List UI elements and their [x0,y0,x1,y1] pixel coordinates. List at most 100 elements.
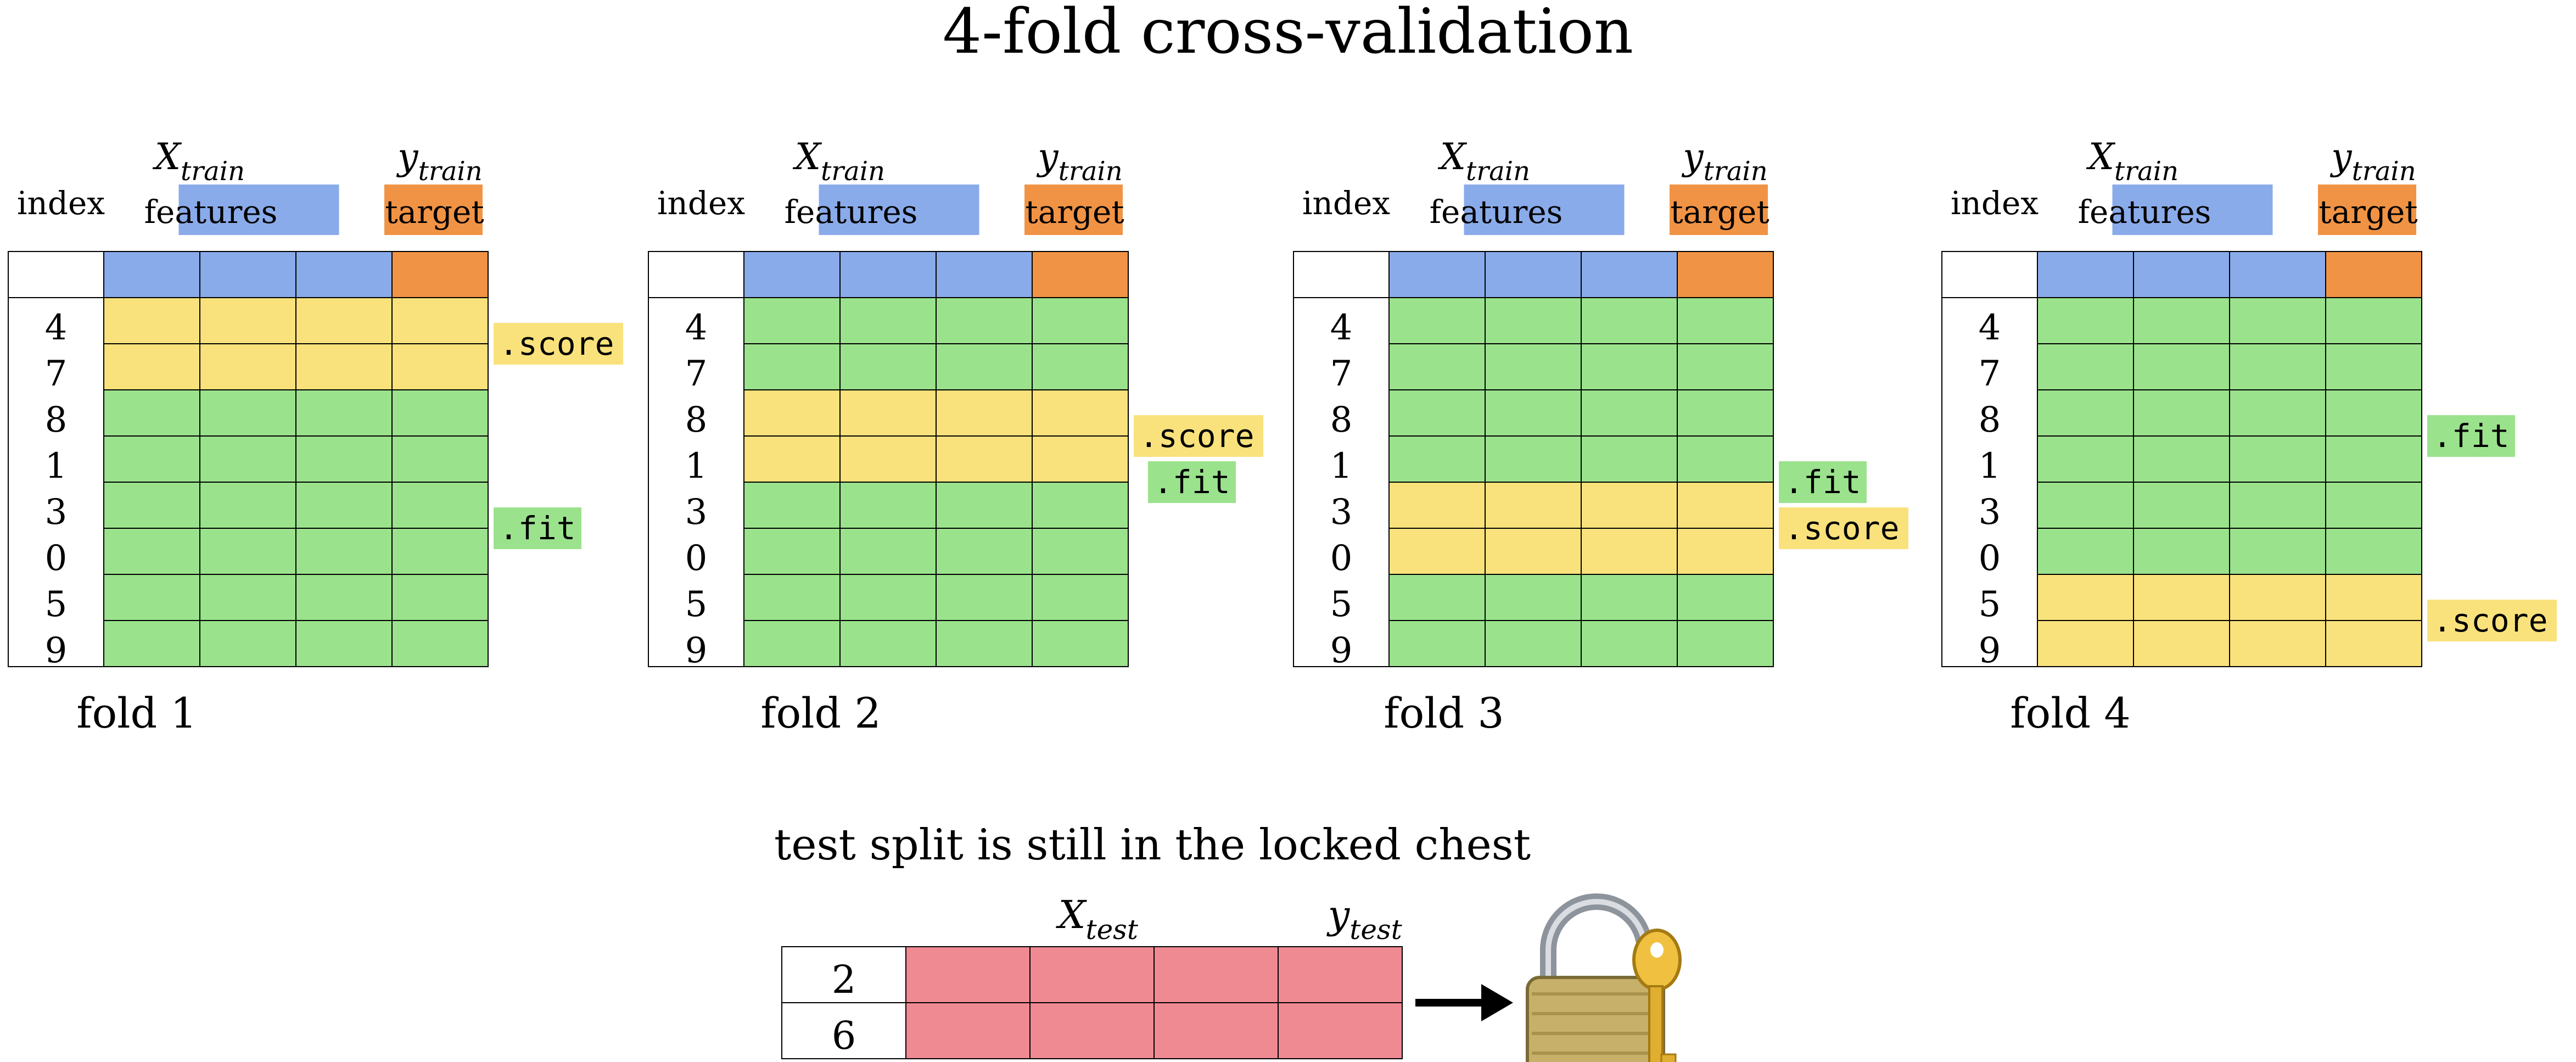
fit-cell [2325,343,2422,390]
test-index-cell [781,946,906,1003]
fit-cell [936,620,1033,667]
fit-cell [743,528,841,575]
fit-cell [2325,435,2422,483]
index-value: 8 [1330,400,1353,440]
fit-cell [2037,343,2134,390]
x-train-symbol: X [152,136,182,178]
fit-cell [2133,389,2230,437]
key-hole [1650,942,1664,958]
fit-cell [103,435,200,483]
fit-cell [2037,528,2134,575]
score-cell [103,297,200,344]
index-value: 5 [45,584,68,625]
y-test-symbol: y [1326,892,1351,937]
fit-cell [295,528,393,575]
fit-cell [1032,482,1129,529]
test-split: test split is still in the locked chestX… [774,820,1682,1062]
fit-cell [391,620,489,667]
y-train-label: ytrain [1681,136,1767,187]
fit-cell [2229,343,2326,390]
x-train-symbol: X [2086,136,2116,178]
x-train-symbol: X [792,136,822,178]
fit-cell [2325,482,2422,529]
score-cell [2229,574,2326,621]
score-cell [936,389,1033,437]
index-value: 0 [1330,538,1353,579]
header-feature-cell [103,251,200,298]
fit-cell [936,482,1033,529]
index-value: 5 [1330,584,1353,625]
fit-cell [839,343,937,390]
test-index-value: 2 [832,957,856,1002]
fit-cell [2229,297,2326,344]
fit-cell [103,482,200,529]
fit-cell [1581,435,1678,483]
header-feature-cell [1388,251,1486,298]
index-value: 4 [1330,308,1353,348]
y-train-subscript: train [1059,156,1123,187]
header-feature-cell [936,251,1033,298]
target-badge [1024,185,1123,235]
index-value: 5 [1979,584,2001,625]
x-test-symbol: X [1056,892,1088,937]
fit-cell [1677,297,1774,344]
fit-cell [1485,297,1582,344]
header-feature-cell [2133,251,2230,298]
index-value: 8 [45,400,68,440]
fit-cell [1485,435,1582,483]
score-cell [2037,620,2134,667]
lock-and-key-icon [1526,893,1682,1062]
index-value: 3 [685,492,708,533]
score-label: .score [1139,417,1255,455]
fold-caption: fold 4 [2010,689,2130,737]
fit-cell [199,482,296,529]
index-column [8,297,104,667]
test-caption: test split is still in the locked chest [774,820,1531,870]
x-train-label: Xtrain [2086,136,2179,187]
score-cell [1388,482,1486,529]
score-cell [839,435,937,483]
index-value: 7 [45,354,68,394]
fit-cell [1032,343,1129,390]
fit-cell [936,297,1033,344]
index-value: 5 [685,584,708,625]
fit-cell [295,574,393,621]
index-label: index [1302,185,1390,222]
y-train-symbol: y [1036,136,1059,178]
fit-cell [199,528,296,575]
x-test-label: Xtest [1056,892,1139,946]
score-cell [199,343,296,390]
index-value: 1 [1979,446,2001,487]
x-train-subscript: train [181,156,245,187]
y-train-label: ytrain [1036,136,1122,187]
fit-cell [1677,343,1774,390]
y-train-subscript: train [418,156,483,187]
features-label: features [2078,193,2211,231]
index-value: 8 [1979,400,2001,440]
score-tag [1134,415,1263,457]
fit-cell [103,389,200,437]
fit-label: .fit [499,510,576,547]
index-value: 1 [1330,446,1353,487]
fit-cell [391,482,489,529]
key-shaft [1648,985,1664,1062]
index-label: index [657,185,745,222]
score-cell [936,435,1033,483]
fit-cell [2133,528,2230,575]
test-cell [1153,1002,1279,1059]
score-cell [1032,435,1129,483]
score-cell [1032,389,1129,437]
fit-cell [2229,435,2326,483]
fit-cell [936,343,1033,390]
header-target-cell [1677,251,1774,298]
fit-cell [1677,574,1774,621]
fit-tag [2427,415,2515,457]
score-cell [2325,620,2422,667]
features-badge [178,185,339,235]
fit-cell [295,620,393,667]
fit-cell [2325,389,2422,437]
score-cell [743,435,841,483]
fit-cell [743,297,841,344]
